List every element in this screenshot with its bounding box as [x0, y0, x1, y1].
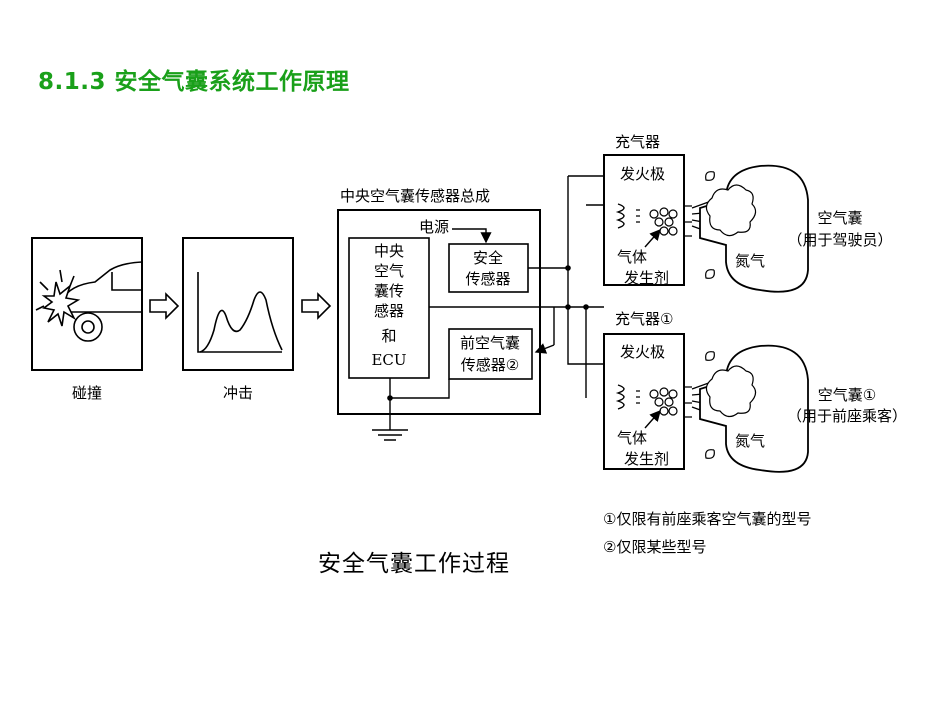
car-crash-icon	[35, 261, 143, 342]
passenger-gas-generant-line: 气体	[617, 429, 647, 447]
sensor-assembly-title: 中央空气囊传感器总成	[340, 187, 490, 205]
wire-junctions	[387, 265, 589, 401]
ecu-line: 感器	[374, 302, 404, 320]
ecu-line: 中央	[374, 242, 404, 260]
driver-airbag-line: （用于驾驶员）	[787, 231, 892, 249]
passenger-airbag-line: 空气囊①	[818, 386, 876, 404]
wiring	[372, 175, 604, 441]
diagram-caption: 安全气囊工作过程	[318, 551, 510, 577]
driver-airbag-line: 空气囊	[817, 209, 862, 227]
front-sensor-line: 传感器②	[461, 356, 519, 374]
impact-waveform-icon	[197, 272, 283, 353]
driver-pellets-icon	[649, 207, 678, 236]
impact-label: 冲击	[223, 384, 253, 402]
passenger-igniter-label: 发火极	[620, 343, 665, 361]
passenger-pellets-icon	[649, 387, 678, 416]
passenger-airbag-unit: 充气器① 发火极 气体 发生剂 氮气 空气囊① （用于前座乘客）	[603, 310, 907, 473]
passenger-gas-cloud-icon	[705, 365, 757, 418]
passenger-nitrogen-label: 氮气	[735, 432, 765, 450]
passenger-vent-icon	[705, 351, 715, 459]
hollow-arrow-2	[301, 292, 332, 320]
driver-airbag-unit: 充气器 发火极 气体 发生剂 氮气 空气囊 （用于驾驶员）	[603, 133, 893, 293]
driver-vent-icon	[705, 171, 715, 279]
driver-gas-generant-line: 气体	[617, 248, 647, 266]
crash-block: 碰撞	[31, 237, 143, 402]
power-arrow	[452, 228, 492, 244]
hollow-arrow-1	[149, 292, 180, 320]
safety-sensor-line: 传感器	[465, 270, 510, 288]
passenger-inflator-label: 充气器①	[615, 310, 673, 328]
passenger-airbag-line: （用于前座乘客）	[787, 407, 907, 425]
ecu-line: 空气	[374, 262, 404, 280]
front-sensor-box	[448, 328, 533, 380]
sensor-assembly: 中央空气囊传感器总成 中央 空气 囊传 感器 和 ECU 电源 安全 传感器 前…	[337, 187, 541, 415]
driver-gas-cloud-icon	[705, 184, 757, 237]
driver-igniter-label: 发火极	[620, 165, 665, 183]
driver-igniter-coil-icon	[615, 203, 625, 229]
front-sensor-line: 前空气囊	[460, 334, 520, 352]
passenger-gas-generant-line: 发生剂	[624, 450, 669, 468]
safety-sensor-line: 安全	[473, 249, 503, 267]
impact-block: 冲击	[182, 237, 294, 402]
driver-inflator-label: 充气器	[615, 133, 660, 151]
footnote-1: ①仅限有前座乘客空气囊的型号	[603, 510, 812, 528]
power-label: 电源	[419, 218, 449, 236]
ecu-box	[348, 237, 430, 379]
driver-gas-generant-line: 发生剂	[624, 269, 669, 287]
crash-label: 碰撞	[72, 384, 102, 402]
passenger-igniter-coil-icon	[615, 384, 625, 410]
safety-sensor-box	[448, 243, 529, 293]
slide-title: 8.1.3 安全气囊系统工作原理	[38, 69, 350, 95]
ecu-line: 囊传	[374, 282, 404, 300]
driver-nitrogen-label: 氮气	[735, 252, 765, 270]
ecu-line: ECU	[371, 351, 406, 369]
ecu-line: 和	[381, 327, 396, 345]
footnote-2: ②仅限某些型号	[603, 538, 707, 556]
